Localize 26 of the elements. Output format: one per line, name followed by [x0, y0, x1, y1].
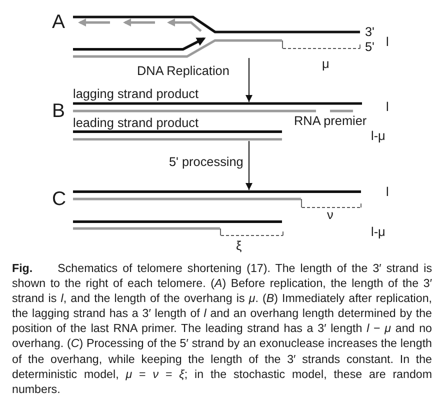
panel-letter: B — [52, 102, 66, 122]
strand-label: lagging strand product — [73, 88, 199, 101]
overhang-length-label: ν — [327, 209, 334, 222]
strand-length-label: l-μ — [371, 130, 386, 143]
strand-end-label: 3' — [365, 26, 374, 39]
panel-letter: C — [52, 190, 66, 210]
strand-length-label: l — [386, 36, 389, 49]
dna-duplex-drawing — [73, 190, 363, 209]
strand-length-label: l — [386, 101, 389, 114]
edge-label: DNA Replication — [137, 65, 230, 78]
arrow — [246, 58, 252, 102]
strand-length-label: l-μ — [371, 226, 386, 239]
figure-caption: Fig. Schematics of telomere shortening (17). The length of the 3′ strand is shown to the right of each telomere. (A) Before replication, the length of the 3′ strand is l, and the length of the overhang is μ. (B) Immediately after replication, the lagging strand has a 3′ length of l and an overhang length determined by the position of the last RNA primer. The leading strand has a 3′ length l − μ and no overhang. (C) Processing of the 5′ strand by an exonuclease increases the length of the overhang, while keeping the length of the 3′ strands constant. In the deterministic model, μ = ν = ξ; in the stochastic model, these are random numbers. — [12, 261, 432, 397]
overhang-length-label: μ — [322, 58, 330, 71]
edge-label: 5' processing — [169, 156, 244, 169]
dna-duplex-drawing — [73, 102, 363, 113]
arrow — [246, 140, 252, 190]
strand-length-label: l — [386, 186, 389, 199]
overhang-length-label: ξ — [236, 240, 242, 253]
dna-duplex-drawing — [73, 220, 284, 237]
primer-label: RNA premier — [294, 115, 367, 128]
dna-duplex-drawing — [73, 130, 284, 141]
panel-letter: A — [52, 13, 66, 32]
replication-fork-drawing — [73, 14, 363, 58]
strand-end-label: 5' — [365, 41, 374, 54]
strand-label: leading strand product — [73, 117, 199, 130]
